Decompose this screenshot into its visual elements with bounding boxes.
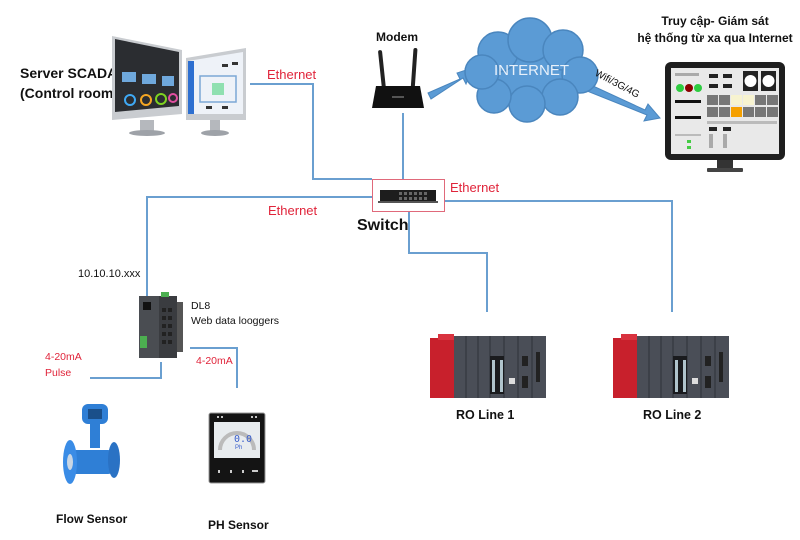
datalogger-device xyxy=(137,290,187,362)
remote-monitor-label-line2: hệ thống từ xa qua Internet xyxy=(637,31,793,45)
flow-sensor-device xyxy=(60,400,122,500)
link-label-switch-logger: Ethernet xyxy=(268,203,318,218)
remote-monitor-device xyxy=(663,60,788,175)
link-label-server-switch: Ethernet xyxy=(267,67,317,82)
flow-meter-icon xyxy=(63,404,120,484)
arrow-internet-remote xyxy=(576,79,661,122)
datalogger-ip: 10.10.10.xxx xyxy=(78,268,141,280)
ro-line-1-label: RO Line 1 xyxy=(456,408,515,422)
modem-label: Modem xyxy=(376,30,418,44)
scada-server-label-line2: (Control room) xyxy=(20,85,118,101)
remote-monitor-label-line1: Truy cập- Giám sát xyxy=(661,14,769,28)
ro-line-2-label: RO Line 2 xyxy=(643,408,702,422)
flow-signal-label-line2: Pulse xyxy=(45,367,72,379)
ph-sensor-label: PH Sensor xyxy=(208,518,269,532)
scada-server-monitors xyxy=(110,28,250,138)
wire-switch-logger xyxy=(146,196,372,298)
scada-server-label-line1: Server SCADA xyxy=(20,65,118,81)
link-label-switch-ro: Ethernet xyxy=(450,180,500,195)
ro-line-2-plc xyxy=(613,332,733,400)
ph-display-value: 0.0 xyxy=(234,434,253,445)
scada-server-label: Server SCADA (Control room) xyxy=(20,63,118,103)
flow-sensor-label: Flow Sensor xyxy=(56,512,128,526)
ph-display-unit: Ph xyxy=(235,445,243,451)
remote-monitor-label: Truy cập- Giám sát hệ thống từ xa qua In… xyxy=(625,13,800,47)
router-icon xyxy=(372,48,424,108)
ph-signal-label: 4-20mA xyxy=(196,355,233,367)
monitor-icon xyxy=(112,36,246,136)
ro-line-1-plc xyxy=(430,332,550,400)
wire-switch-ro2 xyxy=(445,200,673,312)
wire-logger-ph xyxy=(190,347,238,388)
wire-logger-flow xyxy=(90,362,162,379)
wire-switch-ro1 xyxy=(408,212,488,312)
hmi-monitor-icon xyxy=(665,62,785,172)
internet-label: INTERNET xyxy=(494,62,569,79)
plc-rack-icon xyxy=(430,334,546,398)
datalogger-label: DL8 Web data looggers xyxy=(191,299,279,329)
network-switch-icon xyxy=(378,190,438,203)
flow-signal-label-line1: 4-20mA xyxy=(45,351,82,363)
datalogger-label-line1: DL8 xyxy=(191,300,211,312)
datalogger-label-line2: Web data looggers xyxy=(191,315,279,327)
flow-signal-label: 4-20mA Pulse xyxy=(45,349,82,381)
ph-meter-icon xyxy=(208,412,266,484)
datalogger-icon xyxy=(139,292,183,358)
internet-cloud xyxy=(464,17,599,123)
plc-rack-icon xyxy=(613,334,729,398)
ph-sensor-device: 0.0 Ph xyxy=(208,412,266,484)
switch-label: Switch xyxy=(357,217,409,234)
switch-device xyxy=(372,179,445,212)
wire-server-switch xyxy=(250,83,372,180)
modem-device xyxy=(368,46,428,112)
